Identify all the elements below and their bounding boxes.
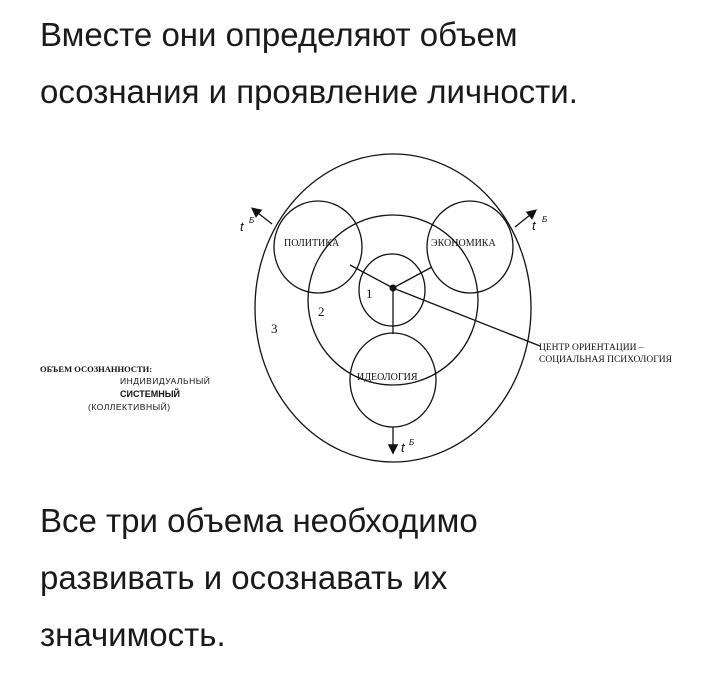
label-level-2: 2 — [318, 304, 325, 319]
svg-text:Б: Б — [409, 438, 414, 447]
center-label-line-1: ЦЕНТР ОРИЕНТАЦИИ – — [539, 343, 644, 353]
svg-text:t: t — [240, 219, 245, 234]
svg-text:t: t — [532, 218, 537, 233]
label-level-3: 3 — [271, 321, 278, 336]
time-label-bottom: t Б — [401, 438, 414, 455]
legend-individual: ИНДИВИДУАЛЬНЫЙ — [120, 375, 210, 386]
label-politics: ПОЛИТИКА — [284, 238, 340, 249]
line-to-center-label — [392, 287, 541, 347]
svg-text:Б: Б — [249, 216, 254, 225]
legend-title: ОБЪЕМ ОСОЗНАННОСТИ: — [40, 364, 152, 374]
center-label-line-2: СОЦИАЛЬНАЯ ПСИХОЛОГИЯ — [539, 355, 673, 365]
line-to-economics — [392, 266, 433, 289]
politics-circle — [273, 200, 363, 294]
arrow-politics-time — [250, 207, 273, 225]
time-label-left: t Б — [240, 216, 254, 234]
svg-text:t: t — [401, 440, 406, 455]
time-label-right: t Б — [532, 215, 547, 233]
conclusion-line-1: Все три объема необходимо — [40, 502, 478, 539]
intro-line-1: Вместе они определяют объем — [40, 16, 518, 53]
conclusion-line-3: значимость. — [40, 616, 226, 653]
intro-line-2: осознания и проявление личности. — [40, 73, 578, 110]
center-dot — [389, 284, 397, 292]
label-ideology: ИДЕОЛОГИЯ — [357, 372, 418, 383]
line-to-politics — [349, 264, 394, 289]
inner-circle-level-1 — [358, 253, 426, 327]
svg-text:Б: Б — [542, 215, 547, 224]
legend-collective: (КОЛЛЕКТИВНЫЙ) — [88, 401, 171, 412]
label-economics: ЭКОНОМИКА — [431, 238, 496, 249]
arrow-economics-time — [514, 209, 538, 228]
conclusion-paragraph: Все три объема необходимо развивать и ос… — [40, 492, 478, 663]
middle-circle-level-2 — [307, 214, 479, 386]
conclusion-line-2: развивать и осознавать их — [40, 559, 448, 596]
label-level-1: 1 — [366, 286, 373, 301]
economics-circle — [426, 200, 514, 294]
legend-systemic: СИСТЕМНЫЙ — [120, 388, 180, 399]
outer-circle-level-3 — [254, 153, 532, 463]
intro-paragraph: Вместе они определяют объем осознания и … — [40, 6, 578, 120]
